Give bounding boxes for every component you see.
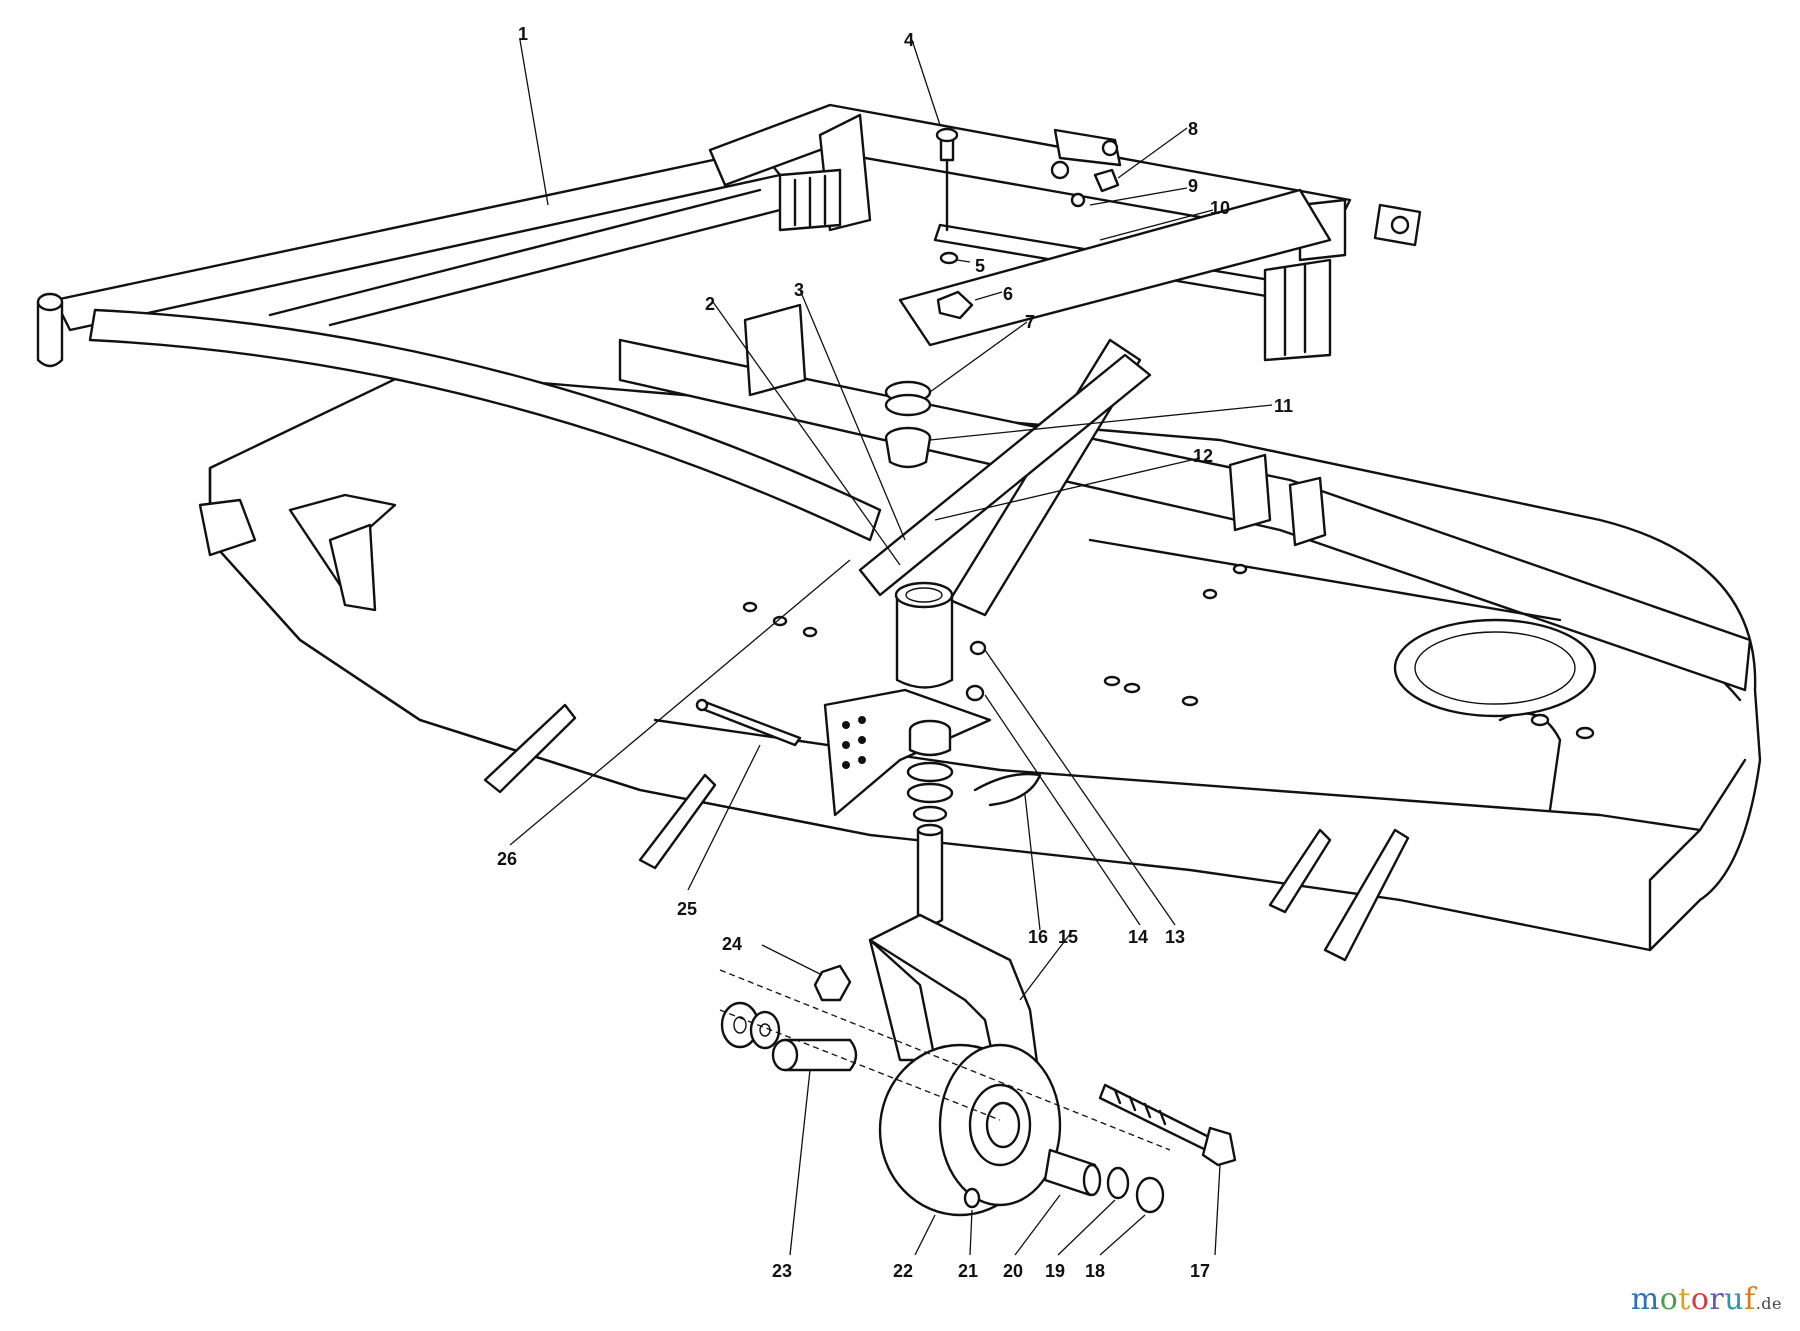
callout-4: 4 bbox=[904, 30, 914, 50]
callout-11: 11 bbox=[1274, 396, 1293, 416]
callout-13: 13 bbox=[1165, 927, 1185, 947]
callout-26: 26 bbox=[497, 849, 517, 869]
watermark-logo: motoruf.de bbox=[1630, 1282, 1782, 1317]
callout-6: 6 bbox=[1003, 284, 1013, 304]
caster-wheel-assembly bbox=[719, 913, 1237, 1217]
callout-21: 21 bbox=[958, 1261, 978, 1281]
callout-1: 1 bbox=[518, 24, 528, 44]
callout-19: 19 bbox=[1045, 1261, 1065, 1281]
callout-12: 12 bbox=[1193, 446, 1213, 466]
callout-15: 15 bbox=[1058, 927, 1078, 947]
callout-5: 5 bbox=[975, 256, 985, 276]
deck-holes bbox=[742, 563, 1595, 740]
callout-16: 16 bbox=[1028, 927, 1048, 947]
callout-2: 2 bbox=[705, 294, 715, 314]
callout-7: 7 bbox=[1025, 312, 1035, 332]
caster-column bbox=[695, 127, 1120, 926]
frame-assembly bbox=[36, 103, 1422, 617]
callout-10: 10 bbox=[1210, 198, 1230, 218]
callout-3: 3 bbox=[794, 280, 804, 300]
callout-9: 9 bbox=[1188, 176, 1198, 196]
leader-lines bbox=[509, 39, 1273, 1256]
callout-22: 22 bbox=[893, 1261, 913, 1281]
callout-8: 8 bbox=[1188, 119, 1198, 139]
callout-14: 14 bbox=[1128, 927, 1148, 947]
callout-20: 20 bbox=[1003, 1261, 1023, 1281]
callout-18: 18 bbox=[1085, 1261, 1105, 1281]
callout-25: 25 bbox=[677, 899, 697, 919]
callout-17: 17 bbox=[1190, 1261, 1210, 1281]
callout-numbers: 1 2 3 4 5 6 7 8 9 10 11 12 13 14 15 16 1… bbox=[497, 24, 1293, 1281]
callout-23: 23 bbox=[772, 1261, 792, 1281]
callout-24: 24 bbox=[722, 934, 742, 954]
